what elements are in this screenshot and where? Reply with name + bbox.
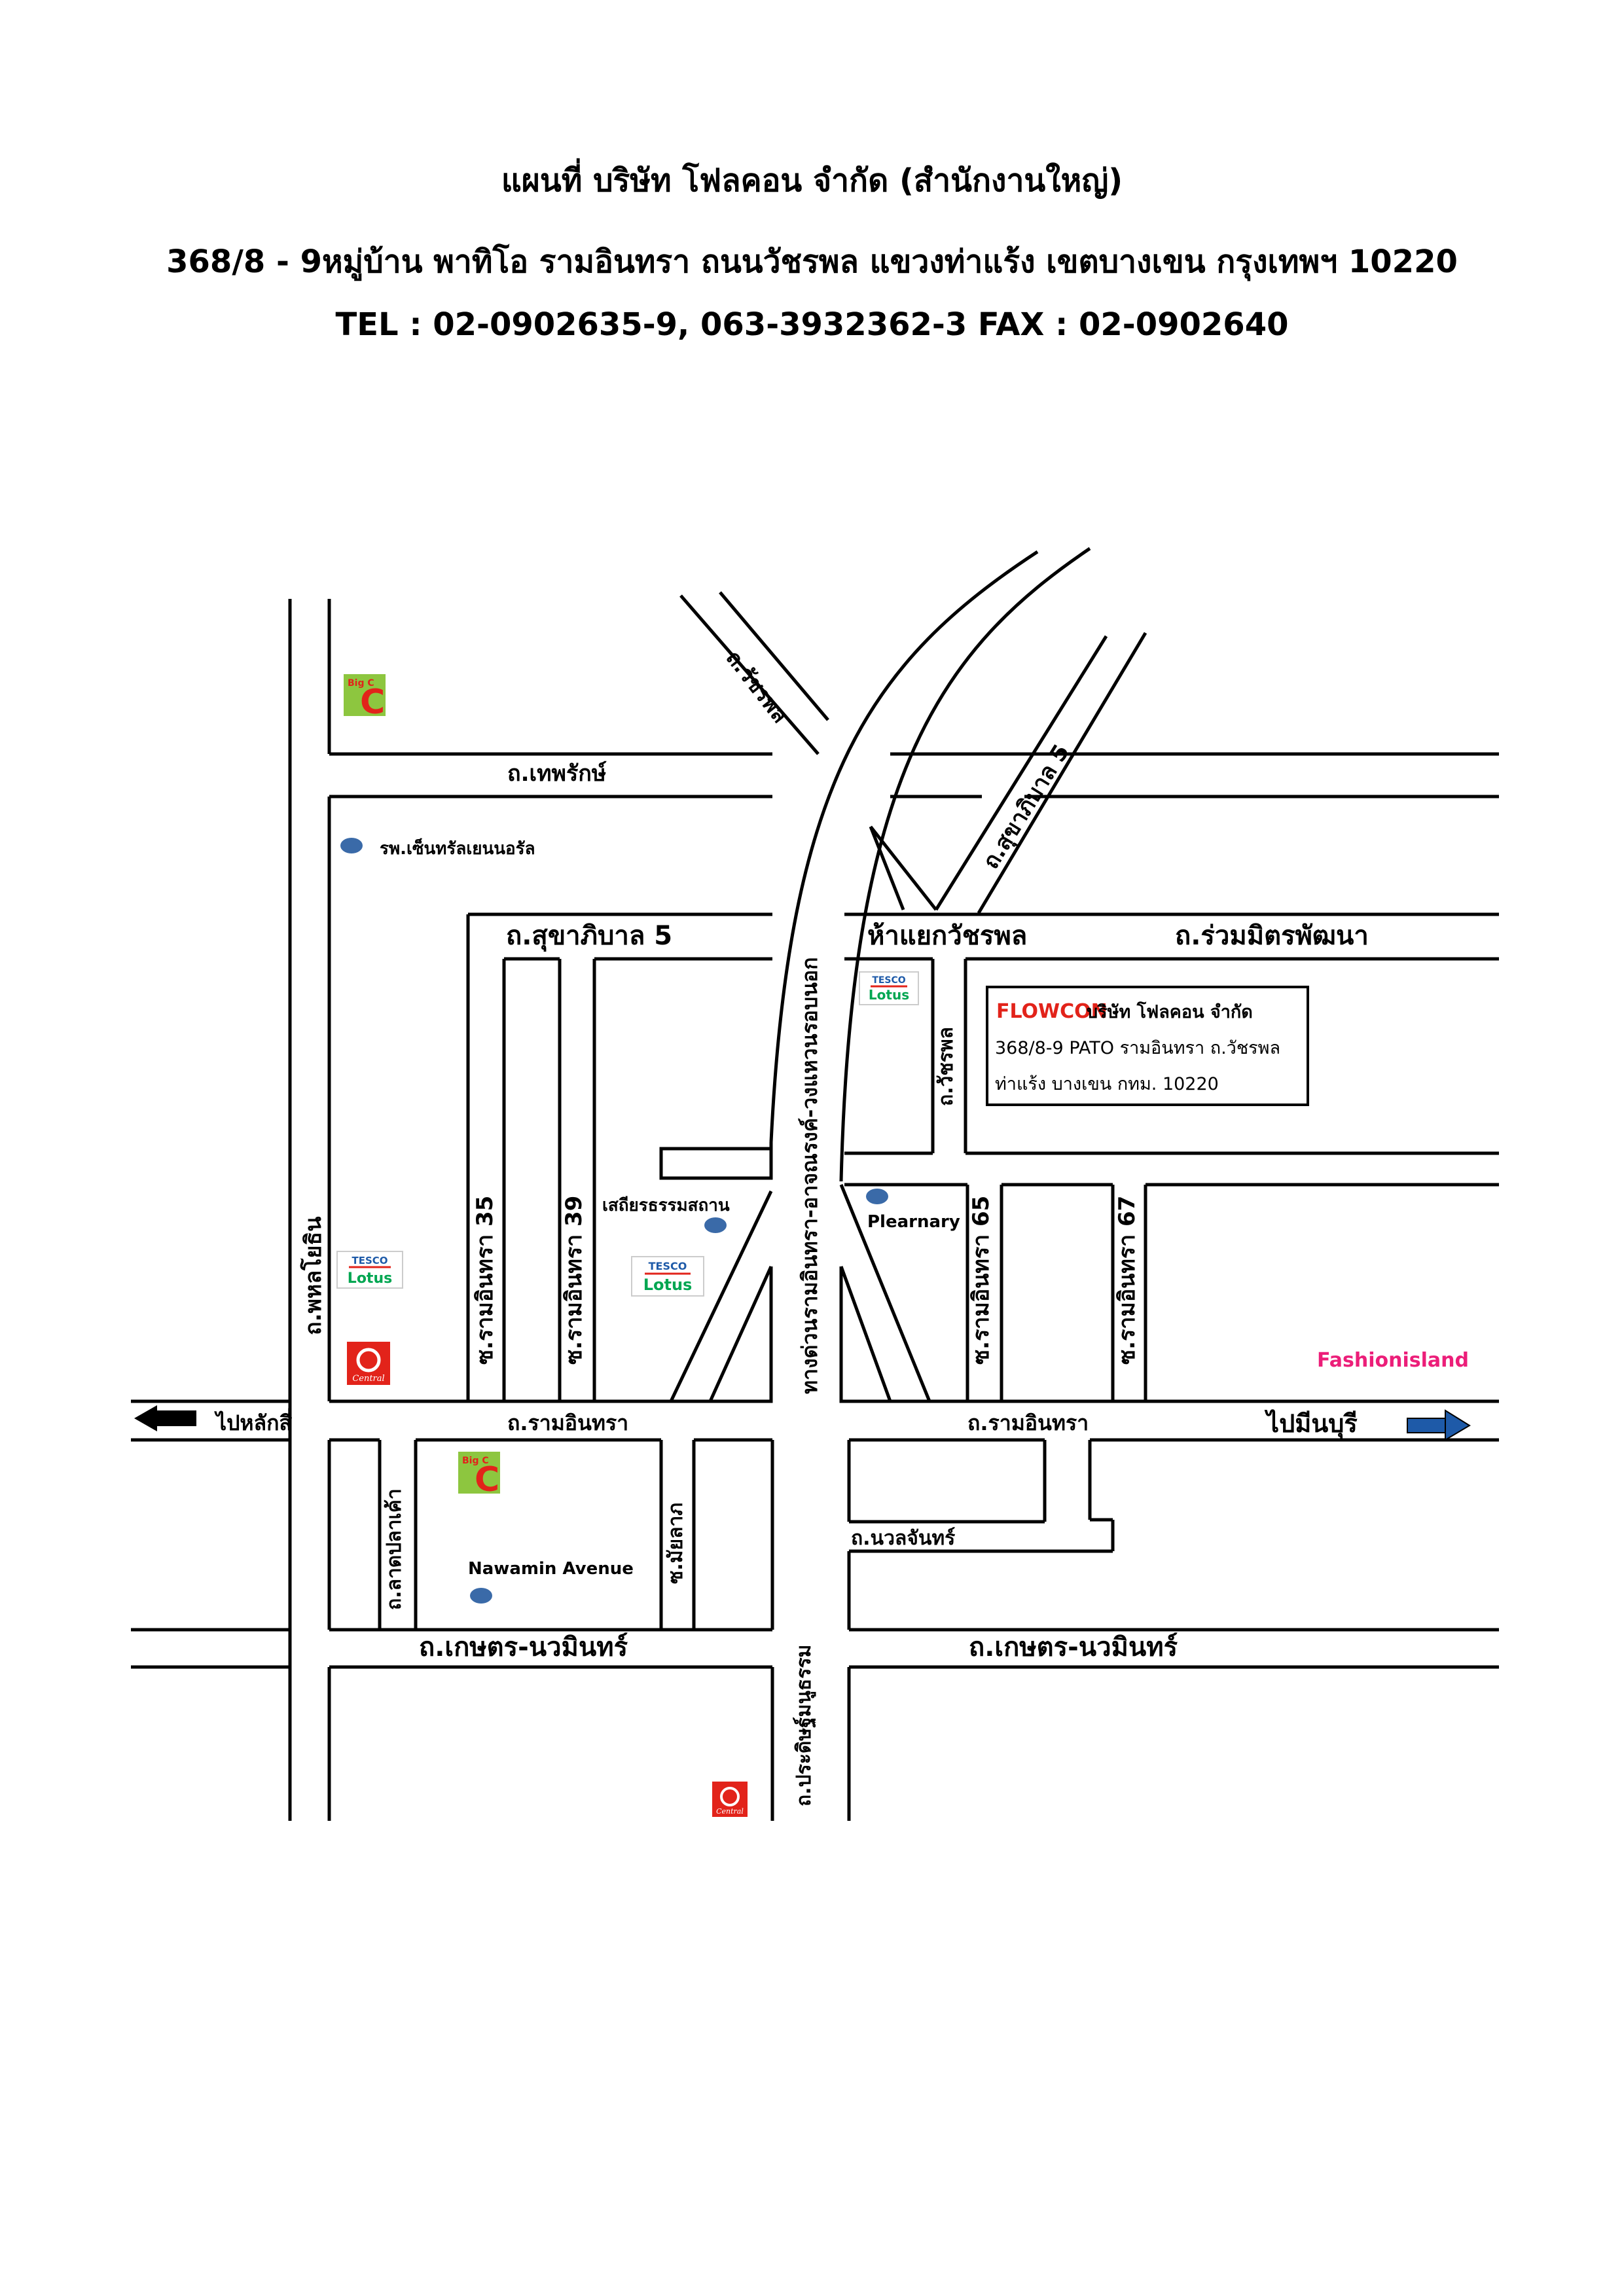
road-label-sukhaphiban5: ถ.สุขาภิบาล 5 [506, 921, 672, 952]
tesco-lotus-logo-icon: TESCO Lotus [631, 1256, 704, 1297]
svg-text:Central: Central [716, 1807, 744, 1816]
flowcon-logo-icon: FLOWCON [996, 1000, 1108, 1023]
road-label-phahonyothin: ถ.พหลโยธิน [300, 1217, 327, 1335]
big-c-logo-icon: Big C C [458, 1452, 500, 1499]
place-shrine: เสถียรธรรมสถาน [602, 1196, 730, 1215]
road-label-watcharaphon-side: ถ.วัชรพล [935, 1027, 958, 1106]
company-address: 368/8 - 9หมู่บ้าน พาทิโอ รามอินทรา ถนนวั… [166, 243, 1458, 280]
svg-text:Lotus: Lotus [869, 987, 909, 1003]
svg-text:Lotus: Lotus [643, 1276, 693, 1294]
nawamin-avenue-marker-icon [470, 1588, 492, 1604]
road-label-soi-39: ซ.รามอินทรา 39 [561, 1196, 587, 1365]
road-label-kaset-nawamin-right: ถ.เกษตร-นวมินทร์ [969, 1632, 1178, 1662]
direction-lak-si: ไปหลักสี่ [214, 1408, 292, 1435]
svg-text:C: C [475, 1460, 499, 1499]
road-label-soi-65: ซ.รามอินทรา 65 [968, 1196, 994, 1365]
place-nawamin-avenue: Nawamin Avenue [468, 1559, 634, 1579]
svg-text:Big C: Big C [462, 1456, 489, 1466]
road-label-soi-35: ซ.รามอินทรา 35 [472, 1196, 498, 1365]
fashion-island-logo-icon: Fashionisland [1317, 1349, 1469, 1372]
road-label-watcharaphon-top: ถ.วัชรพล [721, 646, 793, 728]
road-label-soi-mayalap: ซ.มัยลาภ [664, 1503, 687, 1584]
arrow-left-icon [134, 1405, 196, 1431]
big-c-logo-icon: Big C C [344, 674, 386, 722]
company-box-line3: ท่าแร้ง บางเขน กทม. 10220 [995, 1074, 1219, 1094]
road-label-expressway: ทางด่วนรามอินทรา-อาจณรงค์-วงแหวนรอบนอก [797, 957, 822, 1394]
direction-min-buri: ไปมีนบุรี [1264, 1409, 1358, 1439]
svg-text:C: C [360, 683, 385, 722]
tesco-lotus-logo-icon: TESCO Lotus [859, 971, 919, 1005]
svg-text:Central: Central [352, 1374, 384, 1384]
plearnary-marker-icon [866, 1189, 888, 1204]
road-label-watcharaphon-junction: ห้าแยกวัชรพล [867, 921, 1027, 951]
company-location-box: FLOWCON บริษัท โฟลคอน จำกัด 368/8-9 PATO… [986, 986, 1309, 1106]
road-label-kaset-nawamin-left: ถ.เกษตร-นวมินทร์ [419, 1632, 628, 1662]
hospital-marker-icon [340, 838, 363, 853]
svg-text:FLOWCON: FLOWCON [996, 1000, 1108, 1023]
road-label-ramintra-right: ถ.รามอินทรา [967, 1410, 1089, 1435]
central-logo-icon: Central [712, 1782, 748, 1817]
place-plearnary: Plearnary [867, 1212, 960, 1232]
company-box-line2: 368/8-9 PATO รามอินทรา ถ.วัชรพล [995, 1038, 1280, 1058]
svg-text:Big C: Big C [348, 678, 374, 689]
svg-text:TESCO: TESCO [872, 975, 905, 986]
shrine-marker-icon [704, 1217, 727, 1233]
road-label-pradit-manutham: ถ.ประดิษฐ์มนูธรรม [793, 1645, 817, 1806]
road-label-ramintra-left: ถ.รามอินทรา [507, 1410, 628, 1435]
svg-text:Lotus: Lotus [348, 1270, 392, 1287]
map-title: แผนที่ บริษัท โฟลคอน จำกัด (สำนักงานใหญ่… [501, 162, 1123, 199]
road-label-sukhaphiban5-diag: ถ.สุขาภิบาล 5 [978, 740, 1075, 874]
road-network [131, 547, 1499, 1821]
svg-text:TESCO: TESCO [649, 1260, 687, 1272]
road-label-soi-67: ซ.รามอินทรา 67 [1114, 1196, 1140, 1365]
road-label-nuan-chan: ถ.นวลจันทร์ [851, 1527, 955, 1550]
svg-text:TESCO: TESCO [352, 1255, 388, 1266]
road-label-thepharak: ถ.เทพรักษ์ [507, 761, 607, 787]
tesco-lotus-logo-icon: TESCO Lotus [336, 1251, 403, 1289]
svg-text:Fashionisland: Fashionisland [1317, 1349, 1469, 1372]
company-contact: TEL : 02-0902635-9, 063-3932362-3 FAX : … [335, 306, 1289, 343]
central-logo-icon: Central [347, 1342, 390, 1385]
road-label-ruam-mit-phatthana: ถ.ร่วมมิตรพัฒนา [1175, 921, 1369, 951]
company-box-name: บริษัท โฟลคอน จำกัด [1087, 1001, 1253, 1022]
place-hospital: รพ.เซ็นทรัลเยนนอรัล [380, 838, 535, 859]
arrow-right-icon [1407, 1409, 1471, 1441]
road-label-lat-pla-khao: ถ.ลาดปลาเค้า [383, 1488, 406, 1610]
